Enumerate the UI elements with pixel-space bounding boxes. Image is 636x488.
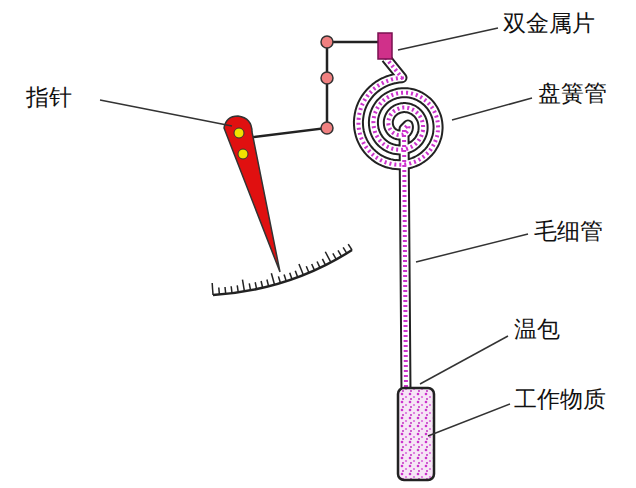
part-label: 盘簧管 bbox=[538, 81, 607, 106]
scale-tick bbox=[312, 264, 315, 270]
scale-tick bbox=[325, 252, 331, 263]
scale-tick bbox=[255, 282, 256, 289]
scale-tick bbox=[299, 264, 303, 275]
pivot bbox=[234, 128, 244, 138]
scale-tick bbox=[343, 247, 347, 253]
scale-tick bbox=[271, 273, 274, 285]
scale-tick bbox=[230, 286, 232, 293]
part-label: 双金属片 bbox=[503, 11, 595, 36]
scale-ticks bbox=[212, 244, 352, 295]
tube-stroke bbox=[358, 58, 438, 392]
scale-tick bbox=[290, 273, 292, 280]
bimetal-strip bbox=[378, 33, 392, 59]
scale-tick bbox=[348, 244, 352, 250]
part-label: 工作物质 bbox=[514, 387, 606, 412]
pointer bbox=[224, 116, 280, 272]
scale-tick bbox=[267, 280, 269, 287]
bulb bbox=[398, 388, 434, 480]
scale-tick bbox=[295, 271, 297, 278]
tube-stroke bbox=[358, 58, 438, 392]
scale-tick bbox=[242, 280, 244, 292]
scale-tick bbox=[322, 259, 325, 265]
scale-tick bbox=[338, 250, 342, 256]
scale-tick bbox=[224, 287, 226, 294]
scale-arc bbox=[213, 250, 352, 295]
part-label: 指针 bbox=[26, 85, 72, 110]
part-label: 毛细管 bbox=[534, 219, 603, 244]
scale-tick bbox=[306, 266, 309, 272]
scale-tick bbox=[284, 275, 286, 282]
scale-tick bbox=[317, 261, 320, 267]
pivot bbox=[238, 149, 248, 159]
tube-stroke bbox=[358, 58, 438, 392]
scale-tick bbox=[211, 283, 213, 295]
joint bbox=[321, 72, 333, 84]
scale-tick bbox=[333, 253, 336, 259]
part-label: 温包 bbox=[514, 317, 560, 342]
joint bbox=[321, 36, 333, 48]
leader-lines bbox=[100, 28, 532, 436]
scale-tick bbox=[261, 281, 263, 288]
scale-tick bbox=[249, 283, 250, 290]
scale-tick bbox=[237, 285, 238, 292]
scale-tick bbox=[218, 288, 220, 295]
bourdon-spiral bbox=[358, 58, 438, 392]
joint bbox=[321, 122, 333, 134]
scale-tick bbox=[278, 276, 280, 283]
